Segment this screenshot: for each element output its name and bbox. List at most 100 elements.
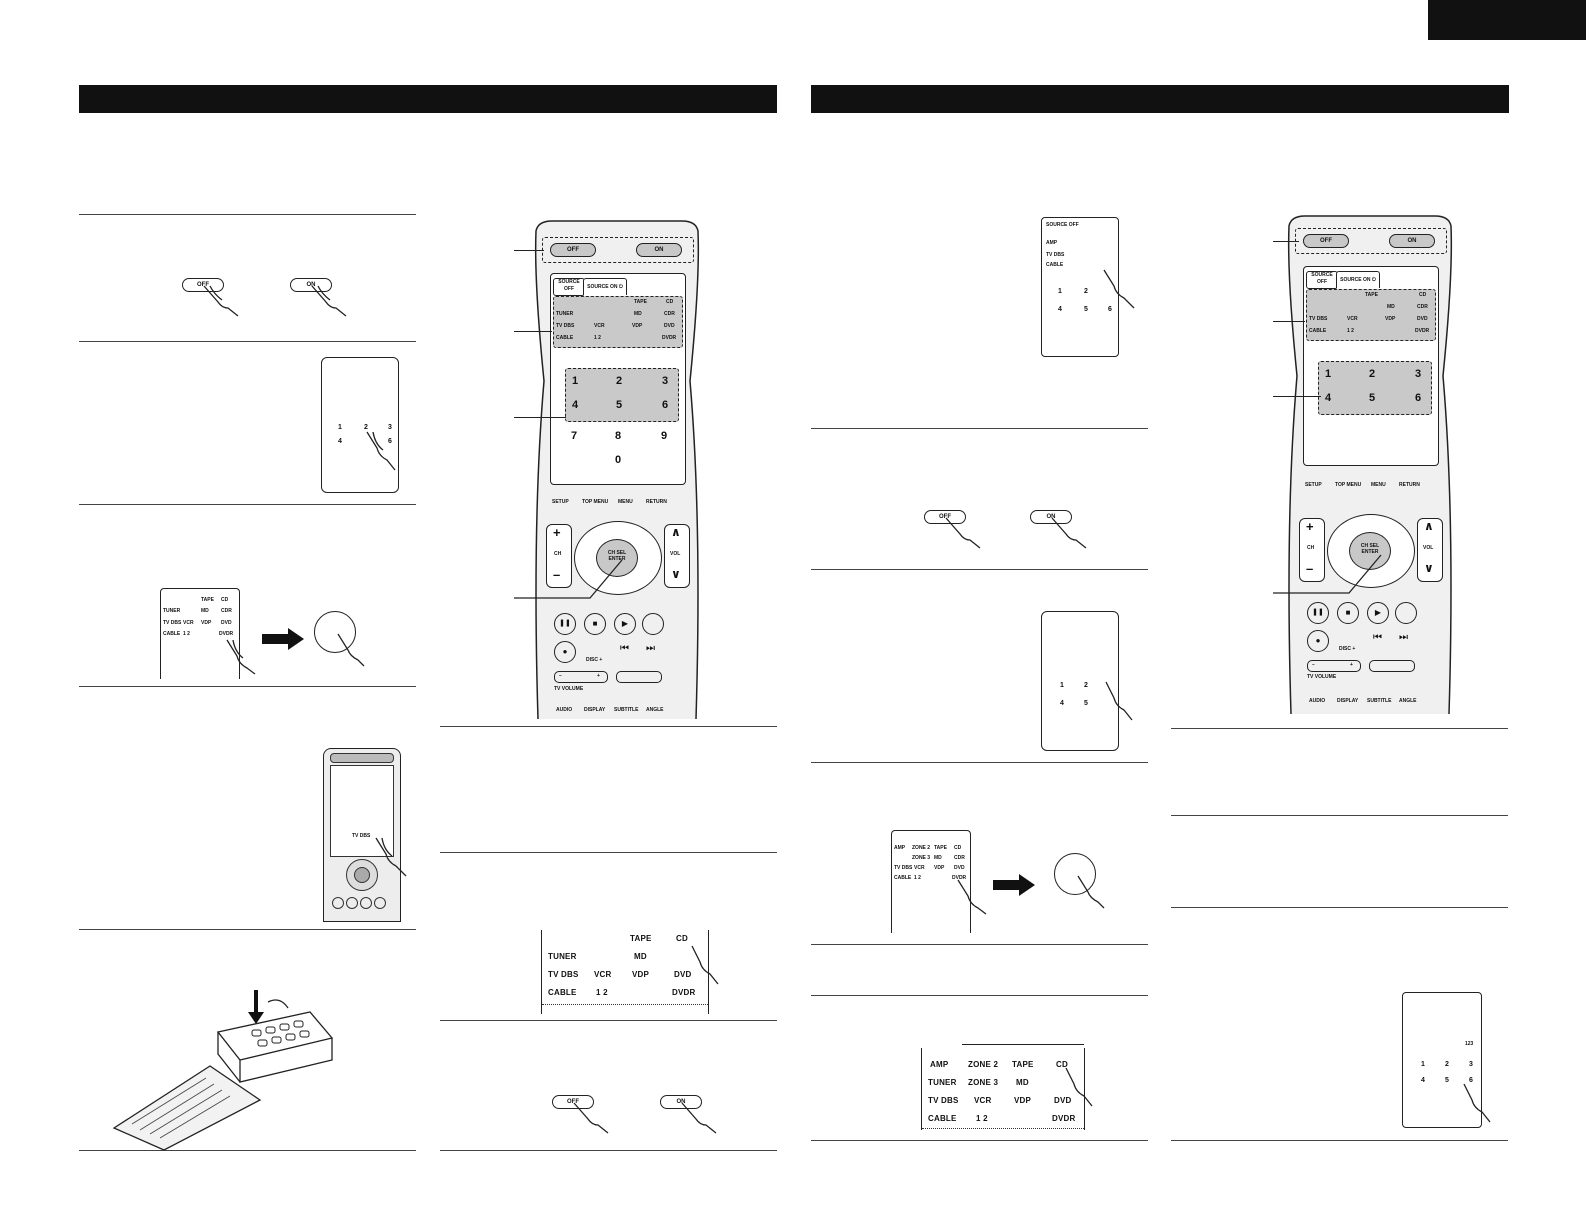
off-button[interactable]: OFF [924,510,966,524]
source-cd[interactable]: CD [666,299,674,305]
display-button[interactable]: DISPLAY [1337,698,1359,704]
source-dvdr[interactable]: DVDR [662,335,677,341]
digit-1[interactable]: 1 [1325,368,1332,380]
source-dvdr[interactable]: DVDR [1415,328,1430,334]
source-tape[interactable]: TAPE [630,934,652,943]
source-cable[interactable]: CABLE [548,988,577,997]
vol-up[interactable]: ∧ [671,525,681,539]
on-button[interactable]: ON [660,1095,702,1109]
vol-rocker[interactable]: ∧ VOL ∨ [1417,518,1443,582]
source-cdr[interactable]: CDR [664,311,675,317]
source-dvd[interactable]: DVD [1417,316,1428,322]
source-tuner[interactable]: TUNER [548,952,577,961]
ch-rocker[interactable]: + CH – [546,524,572,588]
source-dvd[interactable]: DVD [1054,1096,1072,1105]
next-icon[interactable]: ⏭ [646,643,655,654]
menu-button[interactable]: MENU [1371,482,1386,488]
return-button[interactable]: RETURN [1399,482,1420,488]
vol-down[interactable]: ∨ [1424,561,1434,575]
on-button[interactable]: ON [290,278,332,292]
source-vdp[interactable]: VDP [1385,316,1396,322]
source-dvdr[interactable]: DVDR [672,988,696,997]
source-tape[interactable]: TAPE [1012,1060,1034,1069]
prev-icon[interactable]: ⏮ [1373,632,1382,643]
source-tape[interactable]: TAPE [1365,292,1378,298]
touch-screen[interactable]: SOURCE OFF SOURCE ON ⏻ TAPE CD MD CDR TV… [1303,266,1439,466]
stop-button[interactable]: ■ [584,613,606,635]
ch-rocker[interactable]: + CH – [1299,518,1325,582]
vol-rocker[interactable]: ∧ VOL ∨ [664,524,690,588]
source-md[interactable]: MD [634,311,642,317]
tv-volume-rocker[interactable]: – + [554,671,608,683]
skip-rocker[interactable] [1369,660,1415,672]
source-vcr[interactable]: VCR [974,1096,992,1105]
source-vcr[interactable]: VCR [594,970,612,979]
tab-source-off[interactable]: SOURCE OFF [1306,271,1338,289]
setup-button[interactable]: SETUP [552,499,569,505]
digit-2[interactable]: 2 [1369,368,1376,380]
return-button[interactable]: RETURN [646,499,667,505]
next-icon[interactable]: ⏭ [1399,632,1408,643]
source-tape[interactable]: TAPE [634,299,647,305]
tv-volume-minus[interactable]: – [559,673,562,679]
on-button[interactable]: ON [1030,510,1072,524]
source-vcr[interactable]: VCR [1347,316,1358,322]
digit-8[interactable]: 8 [615,430,622,442]
digit-1[interactable]: 1 [572,375,579,387]
source-vdp[interactable]: VDP [632,970,650,979]
source-cable[interactable]: CABLE [1309,328,1327,334]
ch-plus[interactable]: + [1306,519,1314,534]
digit-0[interactable]: 0 [615,454,622,466]
source-tv-dbs[interactable]: TV DBS [1309,316,1328,322]
angle-button[interactable]: ANGLE [646,707,664,713]
source-cd[interactable]: CD [1419,292,1427,298]
source-vdp[interactable]: VDP [1014,1096,1032,1105]
source-md[interactable]: MD [1387,304,1395,310]
source-zone-3[interactable]: ZONE 3 [968,1078,999,1087]
source-1-2[interactable]: 1 2 [1347,328,1354,334]
mute-button[interactable] [1395,602,1417,624]
mute-button[interactable] [642,613,664,635]
source-cd[interactable]: CD [1056,1060,1068,1069]
prev-icon[interactable]: ⏮ [620,643,629,654]
record-button[interactable]: ● [1307,630,1329,652]
vol-down[interactable]: ∨ [671,567,681,581]
source-tv-dbs[interactable]: TV DBS [548,970,579,979]
top-menu-button[interactable]: TOP MENU [1335,482,1362,488]
source-vdp[interactable]: VDP [632,323,643,329]
source-tv-dbs[interactable]: TV DBS [556,323,575,329]
digit-3[interactable]: 3 [662,375,669,387]
tv-volume-plus[interactable]: + [597,673,600,679]
source-zone-2[interactable]: ZONE 2 [968,1060,999,1069]
angle-button[interactable]: ANGLE [1399,698,1417,704]
on-button[interactable]: ON [1389,234,1435,248]
source-dvd[interactable]: DVD [664,323,675,329]
off-button[interactable]: OFF [552,1095,594,1109]
source-1-2[interactable]: 1 2 [976,1114,988,1123]
digit-9[interactable]: 9 [661,430,668,442]
off-button[interactable]: OFF [550,243,596,257]
source-1-2[interactable]: 1 2 [594,335,601,341]
tab-source-on[interactable]: SOURCE ON ⏻ [1336,271,1380,288]
source-1-2[interactable]: 1 2 [596,988,608,997]
vol-up[interactable]: ∧ [1424,519,1434,533]
ch-minus[interactable]: – [553,567,561,582]
on-button[interactable]: ON [636,243,682,257]
display-button[interactable]: DISPLAY [584,707,606,713]
enter-button[interactable]: CH SEL ENTER [1349,532,1391,570]
ch-minus[interactable]: – [1306,561,1314,576]
enter-button[interactable]: CH SEL ENTER [596,539,638,577]
play-button[interactable]: ▶ [614,613,636,635]
digit-4[interactable]: 4 [572,399,579,411]
touch-screen[interactable]: SOURCE OFF SOURCE ON ⏻ TAPE CD TUNER MD … [550,273,686,485]
pause-button[interactable]: ❚❚ [1307,602,1329,624]
tab-source-on[interactable]: SOURCE ON ⏻ [583,278,627,295]
setup-button[interactable]: SETUP [1305,482,1322,488]
source-cable[interactable]: CABLE [556,335,574,341]
digit-3[interactable]: 3 [1415,368,1422,380]
digit-5[interactable]: 5 [1369,392,1376,404]
skip-rocker[interactable] [616,671,662,683]
source-cable[interactable]: CABLE [928,1114,957,1123]
source-md[interactable]: MD [634,952,647,961]
audio-button[interactable]: AUDIO [1309,698,1326,704]
